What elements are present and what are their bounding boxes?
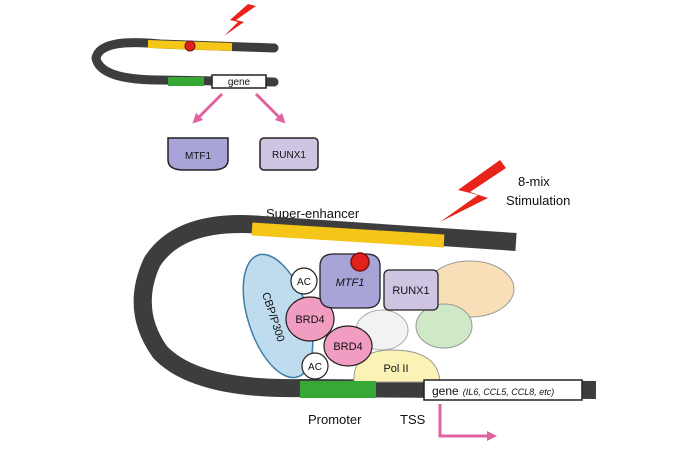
mtf1-label-bottom: MTF1	[336, 277, 365, 289]
mtf1-label-top: MTF1	[185, 151, 212, 162]
bottom-panel: 8-mix Stimulation Super-enhancer GWAS SN…	[133, 160, 597, 441]
brd4-label-upper: BRD4	[295, 314, 324, 326]
ac-label-lower: AC	[308, 362, 322, 373]
ac-label-upper: AC	[297, 277, 311, 288]
stimulation-line2: Stimulation	[506, 193, 570, 208]
stimulation-line1: 8-mix	[518, 174, 550, 189]
top-panel: gene MTF1 RUNX1	[91, 4, 319, 171]
promoter-box	[300, 381, 376, 398]
gene-examples-label: (IL6, CCL5, CCL8, etc)	[463, 387, 555, 397]
brd4-label-lower: BRD4	[333, 341, 362, 353]
tss-label: TSS	[400, 412, 426, 427]
runx1-label-bottom: RUNX1	[392, 285, 429, 297]
lightning-icon	[440, 160, 506, 222]
gene-box-top	[211, 74, 267, 89]
green-blob	[415, 303, 473, 349]
brd4-shape-upper	[285, 296, 335, 342]
mtf1-shape-top	[167, 137, 229, 171]
brd4-shape-lower	[323, 325, 373, 367]
gene-label-top: gene	[228, 77, 251, 88]
chromatin-loop-top	[91, 38, 279, 87]
gwas-snp-marker	[350, 252, 370, 272]
pol-ii-label: Pol II	[383, 363, 408, 375]
runx1-shape-bottom	[383, 269, 439, 311]
super-enhancer-segment	[251, 222, 445, 248]
promoter-box-top	[168, 77, 204, 86]
gene-label-bottom: gene	[432, 384, 459, 398]
arrow-down-right-icon	[254, 92, 286, 124]
ac-mark-upper	[290, 267, 318, 295]
gene-box-bottom	[423, 379, 583, 401]
promoter-label: Promoter	[308, 412, 362, 427]
snp-marker-top	[184, 40, 196, 52]
ac-mark-lower	[301, 352, 329, 380]
tss-arrow-icon	[438, 404, 497, 441]
arrow-down-left-icon	[192, 92, 224, 124]
runx1-shape-top	[259, 137, 319, 171]
lightning-icon	[224, 4, 256, 36]
runx1-label-top: RUNX1	[272, 150, 306, 161]
super-enhancer-label: Super-enhancer	[266, 206, 360, 221]
gene-text-bottom: gene (IL6, CCL5, CCL8, etc)	[432, 384, 554, 398]
chromatin-loop-bottom	[133, 215, 597, 399]
